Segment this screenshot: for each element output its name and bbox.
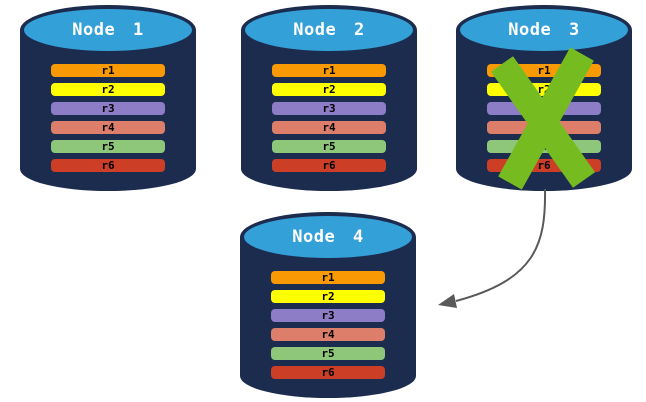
node-1-cylinder: Node 1 r1 r2 r3 r4 r5 r6 (20, 5, 196, 191)
replica-r6: r6 (271, 366, 385, 379)
cylinder-top: Node 1 (20, 5, 196, 55)
replica-r5: r5 (487, 140, 601, 153)
node-3-title: Node 3 (508, 20, 580, 40)
replica-r5: r5 (272, 140, 386, 153)
replica-r2: r2 (272, 83, 386, 96)
replica-r1: r1 (272, 64, 386, 77)
replica-r3: r3 (487, 102, 601, 115)
replica-r4: r4 (487, 121, 601, 134)
replica-r1: r1 (271, 271, 385, 284)
node-1-title: Node 1 (72, 20, 144, 40)
replica-r4: r4 (271, 328, 385, 341)
node-1-replica-list: r1 r2 r3 r4 r5 r6 (51, 64, 165, 172)
node-4-replica-list: r1 r2 r3 r4 r5 r6 (271, 271, 385, 379)
replica-r2: r2 (51, 83, 165, 96)
node-2-cylinder: Node 2 r1 r2 r3 r4 r5 r6 (241, 5, 417, 191)
replica-r6: r6 (487, 159, 601, 172)
node-2-replica-list: r1 r2 r3 r4 r5 r6 (272, 64, 386, 172)
replica-r6: r6 (272, 159, 386, 172)
replica-r5: r5 (271, 347, 385, 360)
replica-r1: r1 (51, 64, 165, 77)
replica-r1: r1 (487, 64, 601, 77)
node-3-cylinder: Node 3 r1 r2 r3 r4 r5 r6 (456, 5, 632, 191)
replica-r3: r3 (272, 102, 386, 115)
cylinder-top: Node 3 (456, 5, 632, 55)
replica-r2: r2 (487, 83, 601, 96)
arrowhead-icon (438, 294, 457, 308)
replica-r5: r5 (51, 140, 165, 153)
replica-r3: r3 (271, 309, 385, 322)
replica-r6: r6 (51, 159, 165, 172)
node-4-cylinder: Node 4 r1 r2 r3 r4 r5 r6 (240, 212, 416, 398)
cylinder-top: Node 4 (240, 212, 416, 262)
replica-r2: r2 (271, 290, 385, 303)
replica-r3: r3 (51, 102, 165, 115)
failover-arrow (438, 188, 547, 308)
replica-r4: r4 (272, 121, 386, 134)
node-3-replica-list: r1 r2 r3 r4 r5 r6 (487, 64, 601, 172)
replica-r4: r4 (51, 121, 165, 134)
node-4-title: Node 4 (292, 227, 364, 247)
cylinder-top: Node 2 (241, 5, 417, 55)
node-2-title: Node 2 (293, 20, 365, 40)
